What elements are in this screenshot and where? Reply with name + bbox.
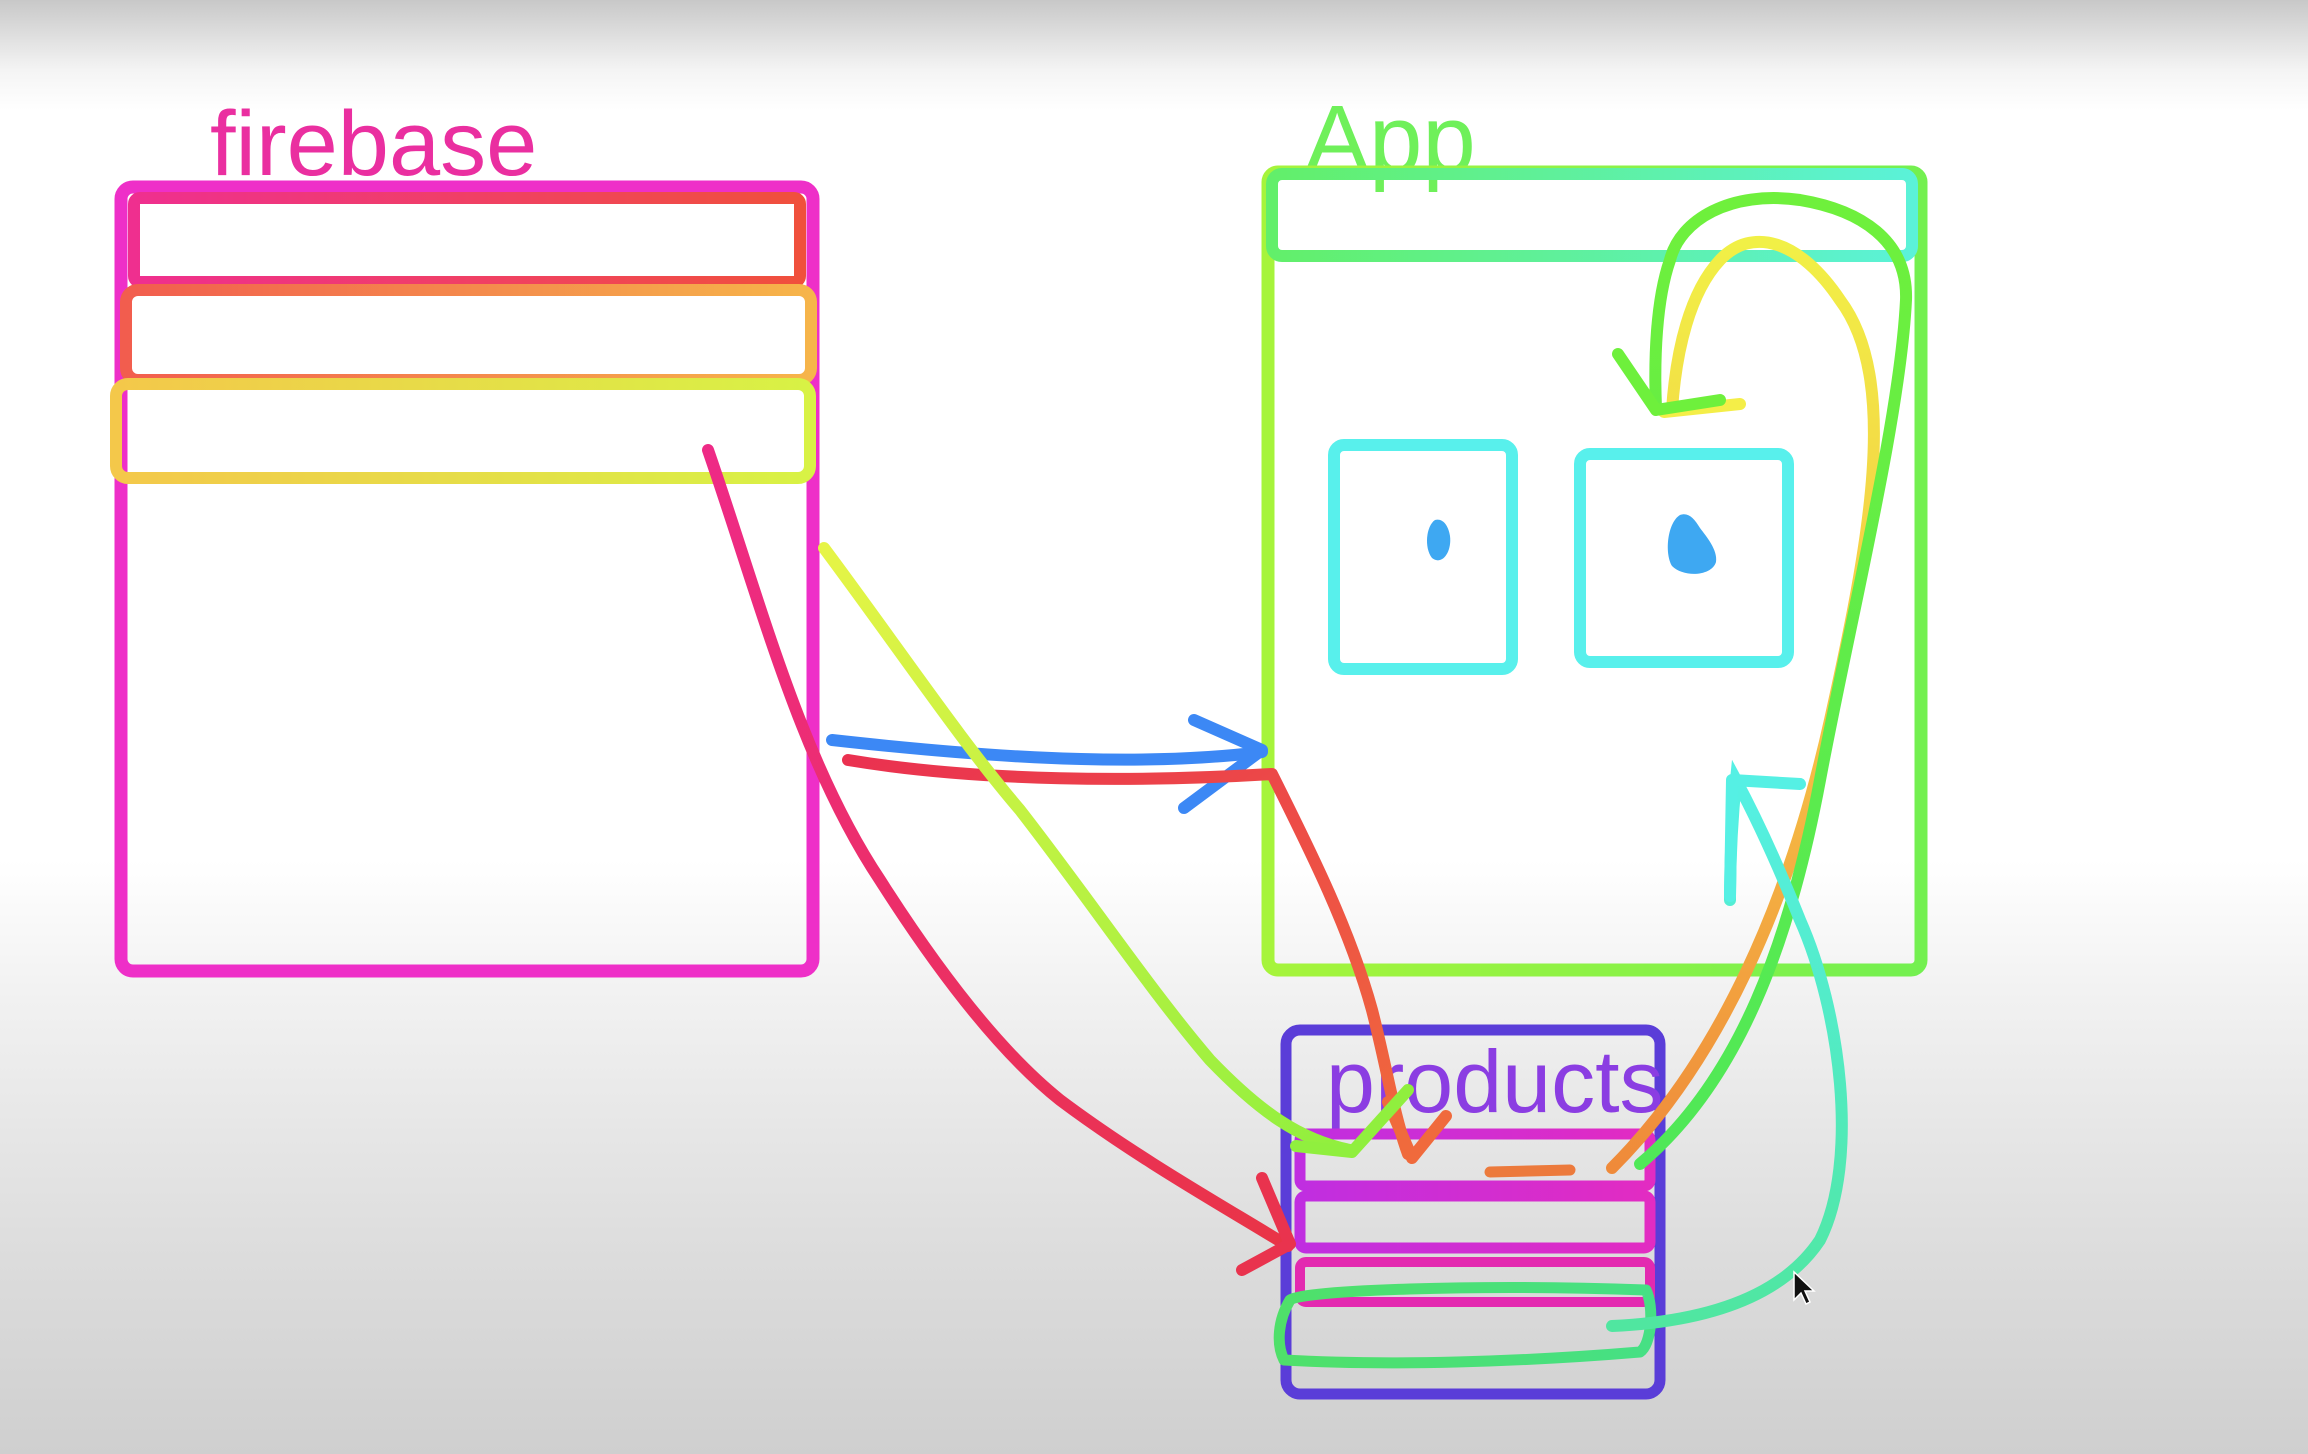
green-loop-products-to-app [1612, 192, 1913, 1170]
orange-dash-mark [1484, 1164, 1576, 1178]
pink-arrow-firebase-row-to-products [702, 444, 1296, 1276]
products-row-1 [1294, 1128, 1656, 1192]
firebase-row-1 [128, 192, 806, 288]
arrowhead [1724, 774, 1806, 902]
arrowhead [1382, 1096, 1452, 1164]
app-card-2 [1574, 448, 1794, 668]
app-container [1261, 165, 1928, 977]
app-header-bar [1266, 168, 1918, 262]
blue-arrow-firebase-to-app [826, 714, 1268, 814]
firebase-database-box: firebase [110, 93, 820, 978]
arrowhead [1290, 1084, 1414, 1158]
products-container [1280, 1024, 1666, 1400]
yellow-arrow-to-products [818, 542, 1414, 1158]
cyan-arrow-products-to-app [1606, 759, 1848, 1332]
card-dot [1667, 514, 1717, 574]
firebase-row-2 [120, 284, 817, 386]
card-frame [1574, 448, 1794, 668]
card-frame [1328, 439, 1518, 675]
app-box: App [1261, 86, 1928, 977]
products-component-box: products [1273, 1024, 1666, 1400]
firebase-container [114, 180, 820, 978]
products-row-3 [1295, 1257, 1655, 1307]
arrowhead [1178, 714, 1268, 814]
firebase-row-3 [110, 378, 816, 484]
products-row-2 [1294, 1190, 1656, 1254]
arrowhead [1236, 1172, 1296, 1276]
arrowhead [1612, 348, 1726, 416]
app-card-1 [1328, 439, 1518, 675]
red-arrow-to-products [842, 754, 1452, 1164]
products-highlight-loop [1273, 1282, 1657, 1369]
mouse-cursor-icon [1793, 1270, 1816, 1306]
firebase-label: firebase [210, 93, 537, 195]
card-dot [1426, 519, 1451, 561]
